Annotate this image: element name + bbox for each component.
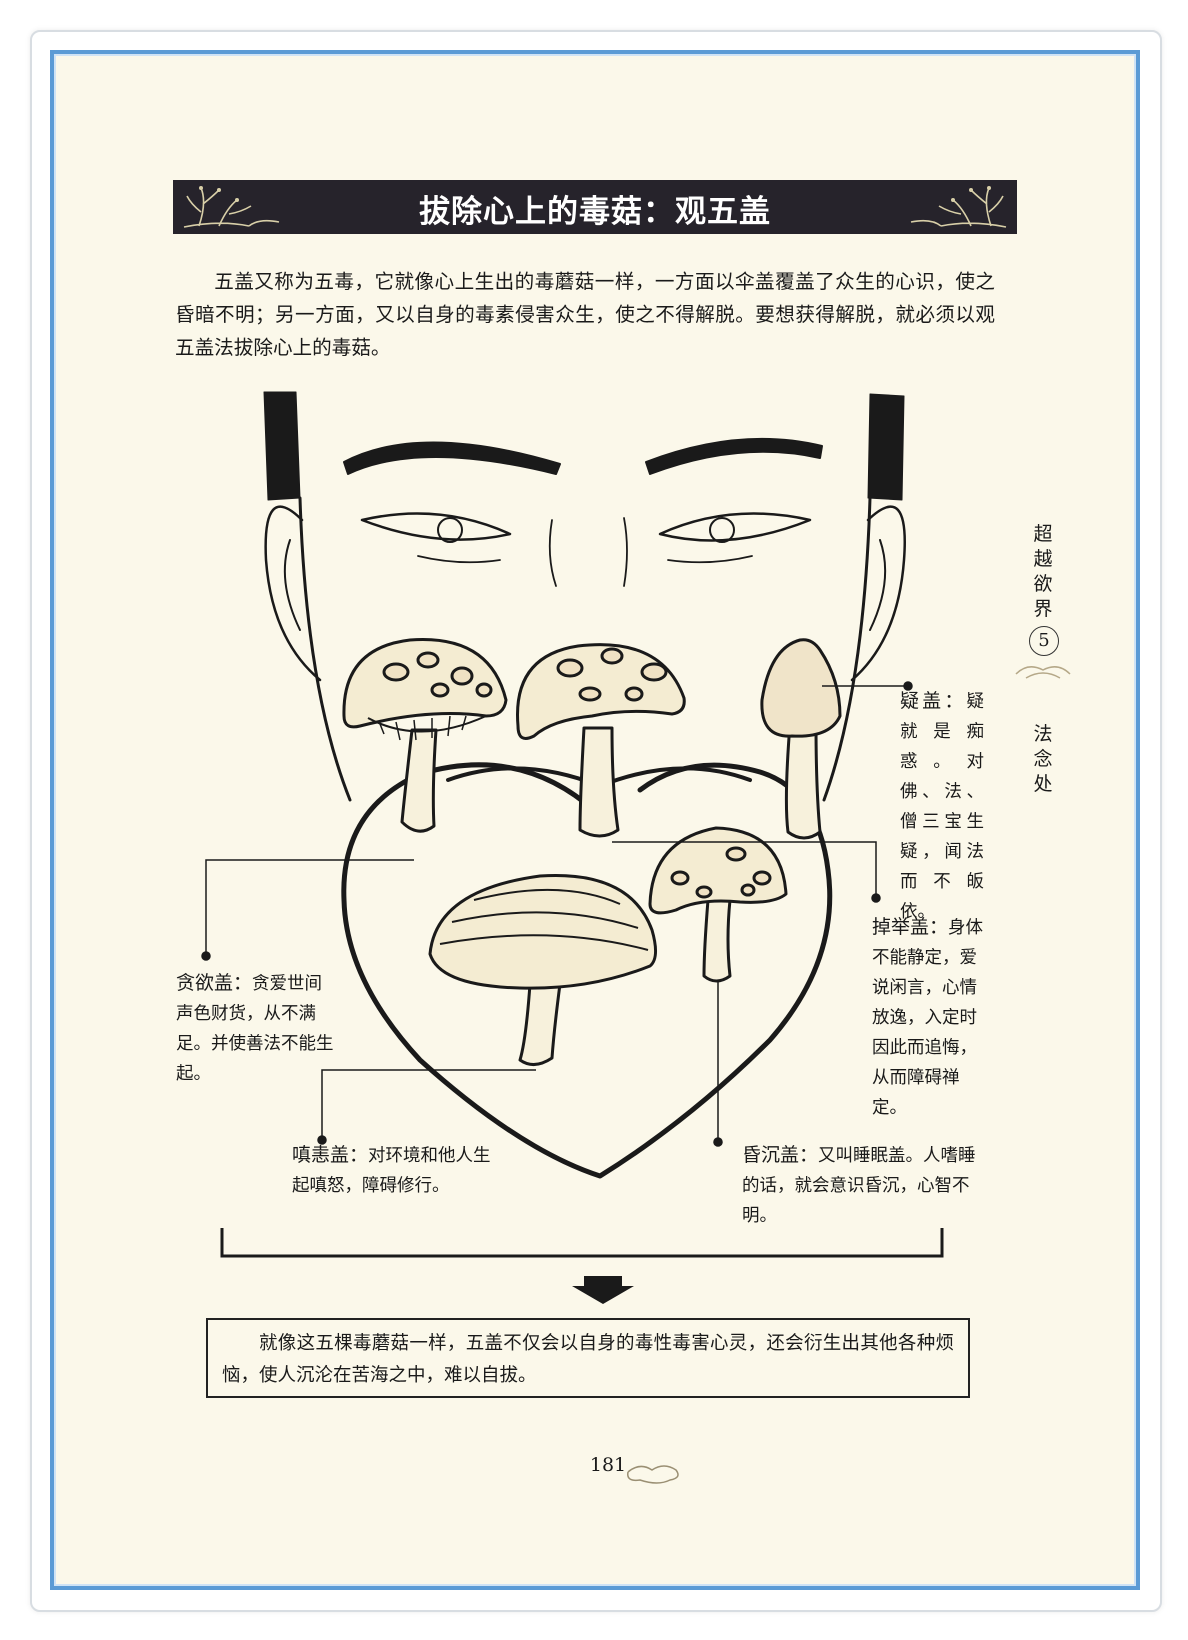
title-banner: 拔除心上的毒菇：观五盖 — [173, 180, 1017, 234]
left-ear-inner — [283, 539, 301, 631]
down-arrow-icon — [572, 1276, 634, 1304]
right-eye — [658, 512, 812, 542]
intro-paragraph: 五盖又称为五毒，它就像心上生出的毒蘑菇一样，一方面以伞盖覆盖了众生的心识，使之昏… — [175, 270, 995, 359]
conclusion-box: 就像这五棵毒蘑菇一样，五盖不仅会以自身的毒性毒害心灵，还会衍生出其他各种烦恼，使… — [206, 1318, 970, 1398]
restless-leader-line — [612, 841, 877, 898]
center-mushroom — [516, 643, 686, 838]
doubt-hindrance-label: 疑盖：疑就是痴惑。对佛、法、僧三宝生疑，闻法而不皈依。 — [900, 686, 984, 927]
anger-mushroom — [428, 873, 657, 1066]
doubt-description: 疑就是痴惑。对佛、法、僧三宝生疑，闻法而不皈依。 — [900, 692, 984, 922]
right-hair — [867, 393, 905, 501]
doubt-mushroom — [760, 638, 842, 840]
side-chapter-number: 5 — [1029, 626, 1059, 656]
page-number-cloud-ornament — [627, 1465, 679, 1484]
chapter-ornament-icon — [1015, 666, 1071, 679]
page-number: 181 — [589, 1454, 627, 1476]
restless-term: 掉举盖： — [872, 916, 949, 938]
right-eyebrow — [645, 437, 823, 475]
left-ear — [264, 505, 322, 682]
anger-description: 对环境和他人生起嗔怒，障碍修行。 — [292, 1146, 491, 1196]
face-right-outline — [822, 496, 872, 802]
side-chapter-tab: 超越欲界 — [1033, 523, 1053, 620]
side-section-label: 法念处 — [1033, 723, 1053, 795]
anger-hindrance-label: 嗔恚盖：对环境和他人生起嗔怒，障碍修行。 — [292, 1140, 502, 1201]
doubt-term: 疑盖： — [900, 690, 967, 712]
greed-description: 贪爱世间声色财货，从不满足。并使善法不能生起。 — [176, 974, 334, 1084]
sloth-mushroom — [648, 826, 788, 983]
greed-leader-line — [205, 859, 414, 956]
face-left-outline — [298, 496, 352, 802]
left-eye — [360, 512, 512, 541]
right-plant-ornament-icon — [910, 186, 1007, 228]
summary-bracket — [220, 1228, 944, 1258]
greed-hindrance-label: 贪欲盖：贪爱世间声色财货，从不满足。并使善法不能生起。 — [176, 968, 336, 1089]
left-plant-ornament-icon — [183, 186, 280, 228]
left-hair — [263, 391, 301, 501]
anger-term: 嗔恚盖： — [292, 1144, 369, 1166]
restless-hindrance-label: 掉举盖：身体不能静定，爱说闲言，心情放逸，入定时因此而追悔，从而障碍禅定。 — [872, 912, 984, 1123]
right-ear-inner — [869, 539, 887, 631]
greed-mushroom — [342, 638, 508, 833]
restless-description: 身体不能静定，爱说闲言，心情放逸，入定时因此而追悔，从而障碍禅定。 — [872, 918, 984, 1118]
anger-leader-line — [321, 1069, 536, 1140]
left-eyebrow — [343, 441, 561, 475]
sloth-term: 昏沉盖： — [742, 1144, 819, 1166]
right-ear — [850, 505, 906, 682]
sloth-hindrance-label: 昏沉盖：又叫睡眠盖。人嗜睡的话，就会意识昏沉，心智不明。 — [742, 1140, 986, 1231]
sloth-description: 又叫睡眠盖。人嗜睡的话，就会意识昏沉，心智不明。 — [742, 1146, 976, 1226]
page-title: 拔除心上的毒菇：观五盖 — [419, 194, 771, 230]
greed-term: 贪欲盖： — [176, 972, 253, 994]
